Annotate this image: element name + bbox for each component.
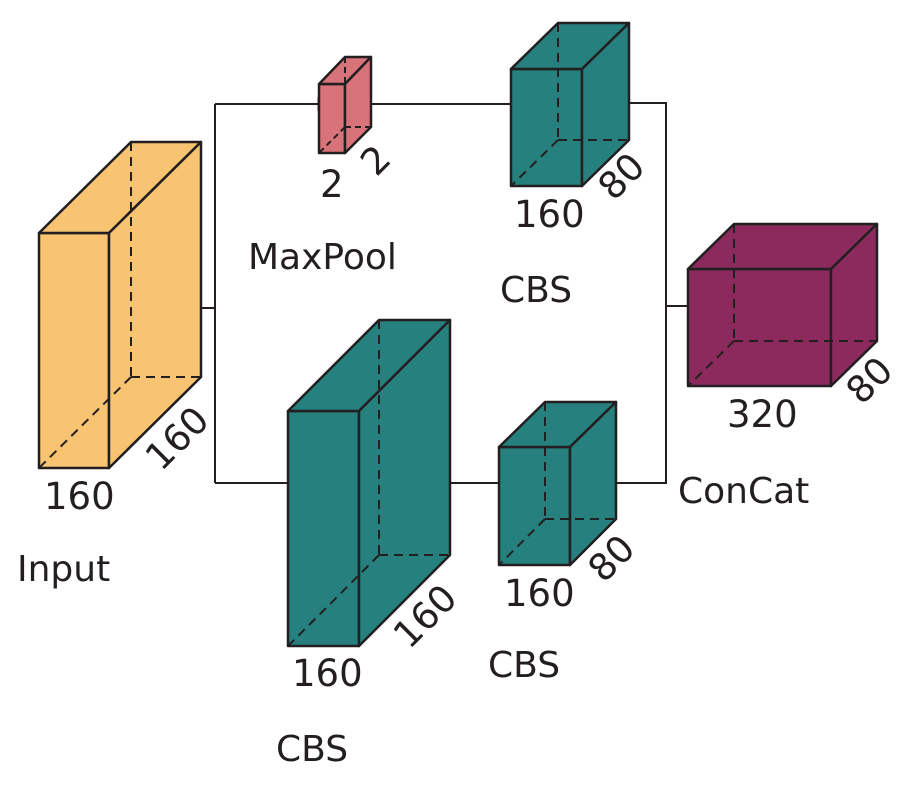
concat-front-face <box>686 267 833 388</box>
input-hidden-edges <box>38 142 201 469</box>
maxpool-name-label: MaxPool <box>248 237 397 278</box>
maxpool-hidden-edges <box>318 57 371 154</box>
maxpool-width-label: 2 <box>320 163 344 206</box>
concat-block <box>686 222 879 388</box>
cbs-top-front-face <box>509 67 584 188</box>
cbs-mid-side-face <box>568 400 618 567</box>
cbs-mid-to-concat-line <box>595 306 667 484</box>
cbs-mid-hidden-edges <box>498 402 616 566</box>
input-width-label: 160 <box>44 475 115 518</box>
cbs-mid-block <box>497 400 618 567</box>
cbs-top-hidden-edges <box>510 23 629 187</box>
cbs-big-side-face <box>357 318 452 648</box>
cbs-big-block <box>286 318 452 648</box>
cbs-top-block <box>509 21 631 188</box>
input-name-label: Input <box>17 549 111 590</box>
maxpool-block <box>317 55 373 155</box>
cbs-mid-name-label: CBS <box>488 645 561 686</box>
cbs-big-width-label: 160 <box>292 652 363 695</box>
cbs-big-hidden-edges <box>287 320 450 647</box>
cbs-mid-front-face <box>497 445 572 567</box>
input-block <box>37 140 203 470</box>
cbs-big-name-label: CBS <box>276 729 349 770</box>
cbs-top-width-label: 160 <box>514 193 585 236</box>
cbs-top-side-face <box>580 21 631 188</box>
cbs-mid-width-label: 160 <box>504 572 575 615</box>
concat-name-label: ConCat <box>678 471 810 512</box>
concat-width-label: 320 <box>727 393 798 436</box>
cbs-top-name-label: CBS <box>500 270 573 311</box>
maxpool-front-face <box>317 82 347 155</box>
concat-hidden-edges <box>687 224 877 387</box>
